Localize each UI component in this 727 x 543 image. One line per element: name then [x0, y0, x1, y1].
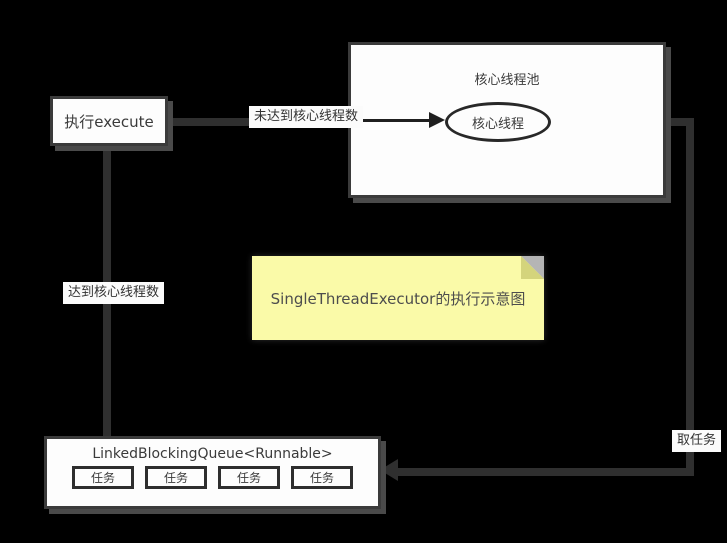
arrow-head-left-icon: [380, 459, 398, 481]
connector-to-queue-horizontal: [396, 468, 694, 476]
task-row: 任务 任务 任务 任务: [47, 466, 378, 489]
pool-title: 核心线程池: [474, 73, 540, 88]
arrow-line-to-core-thread: [351, 119, 431, 122]
arrow-head-right-icon: [429, 112, 445, 128]
sticky-note: SingleThreadExecutor的执行示意图: [252, 256, 544, 340]
connector-right-vertical: [686, 118, 694, 476]
edge-label-not-reached: 未达到核心线程数: [249, 106, 364, 128]
task-cell: 任务: [218, 466, 280, 489]
execute-node-label: 执行execute: [64, 112, 154, 131]
note-text: SingleThreadExecutor的执行示意图: [270, 289, 526, 308]
task-cell: 任务: [291, 466, 353, 489]
core-thread-label: 核心线程: [471, 116, 524, 132]
edge-label-take-task: 取任务: [672, 430, 722, 452]
task-cell: 任务: [72, 466, 134, 489]
core-thread-ellipse: 核心线程: [445, 102, 551, 142]
queue-node: LinkedBlockingQueue<Runnable> 任务 任务 任务 任…: [44, 436, 381, 509]
edge-label-reached: 达到核心线程数: [63, 282, 165, 304]
task-cell: 任务: [145, 466, 207, 489]
queue-title: LinkedBlockingQueue<Runnable>: [92, 446, 333, 462]
execute-node: 执行execute: [50, 96, 168, 146]
connector-pool-exit: [663, 118, 694, 126]
